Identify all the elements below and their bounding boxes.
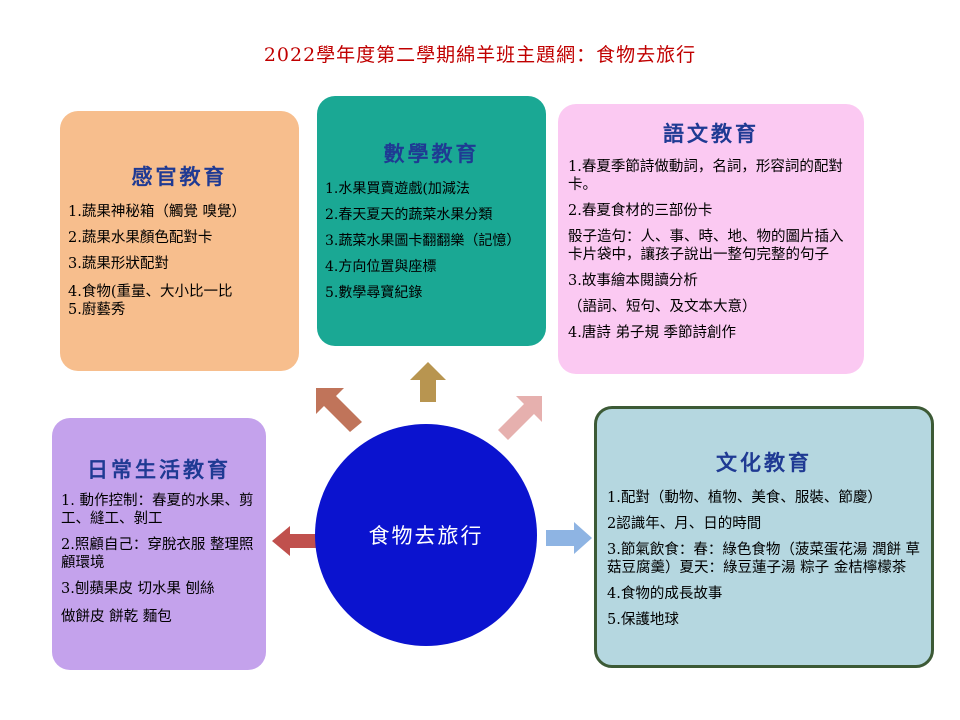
culture-item: 4.食物的成長故事 [607, 586, 723, 602]
daily-life-item: 做餅皮 餅乾 麵包 [61, 609, 172, 625]
arrow-upper-left [316, 388, 362, 432]
culture-item: 5.保護地球 [607, 612, 679, 628]
math-item: 4.方向位置與座標 [325, 259, 437, 275]
arrow-up [410, 362, 446, 402]
language-item: 骰子造句：人、事、時、地、物的圖片插入卡片袋中，讓孩子說出一整句完整的句子 [568, 229, 844, 263]
math-education-box: 數學教育 1.水果買賣遊戲(加減法 2.春天夏天的蔬菜水果分類 3.蔬菜水果圖卡… [317, 96, 546, 346]
sensory-item: 4.食物(重量、大小比一比 [68, 284, 233, 300]
language-education-box: 語文教育 1.春夏季節詩做動詞，名詞，形容詞的配對卡。 2.春夏食材的三部份卡 … [558, 104, 864, 374]
center-topic-label: 食物去旅行 [368, 524, 484, 548]
daily-life-heading: 日常生活教育 [87, 457, 231, 482]
sensory-item: 2.蔬果水果顏色配對卡 [68, 230, 213, 246]
culture-education-box: 文化教育 1.配對（動物、植物、美食、服裝、節慶） 2認識年、月、日的時間 3.… [594, 406, 934, 668]
sensory-item: 1.蔬果神秘箱（觸覺 嗅覺） [68, 204, 246, 220]
math-item: 3.蔬菜水果圖卡翻翻樂（記憶） [325, 233, 521, 249]
language-item: 3.故事繪本閱讀分析 [568, 273, 698, 289]
math-item: 2.春天夏天的蔬菜水果分類 [325, 207, 493, 223]
language-item: 1.春夏季節詩做動詞，名詞，形容詞的配對卡。 [568, 159, 843, 193]
culture-item: 3.節氣飲食：春：綠色食物（菠菜蛋花湯 潤餅 草菇豆腐羹）夏天：綠豆蓮子湯 粽子… [607, 542, 921, 576]
math-heading: 數學教育 [383, 141, 480, 166]
arrow-left [272, 526, 318, 556]
math-item: 5.數學尋寶紀錄 [325, 285, 423, 301]
sensory-item: 5.廚藝秀 [68, 302, 126, 318]
culture-item: 2認識年、月、日的時間 [607, 516, 762, 532]
language-item: （語詞、短句、及文本大意） [568, 299, 757, 315]
math-item: 1.水果買賣遊戲(加減法 [325, 181, 470, 197]
daily-life-item: 1. 動作控制：春夏的水果、剪工、縫工、剝工 [61, 493, 254, 527]
language-heading: 語文教育 [663, 121, 759, 146]
sensory-education-box: 感官教育 1.蔬果神秘箱（觸覺 嗅覺） 2.蔬果水果顏色配對卡 3.蔬果形狀配對… [60, 111, 299, 371]
daily-life-item: 3.刨蘋果皮 切水果 刨絲 [61, 581, 215, 597]
center-topic-circle: 食物去旅行 [315, 424, 537, 646]
culture-heading: 文化教育 [716, 450, 812, 475]
arrow-right [546, 522, 592, 554]
sensory-item: 3.蔬果形狀配對 [68, 256, 169, 272]
language-item: 2.春夏食材的三部份卡 [568, 203, 713, 219]
language-item: 4.唐詩 弟子規 季節詩創作 [568, 325, 737, 341]
arrow-upper-right [498, 396, 542, 440]
daily-life-education-box: 日常生活教育 1. 動作控制：春夏的水果、剪工、縫工、剝工 2.照顧自己：穿脫衣… [52, 418, 266, 670]
daily-life-item: 2.照顧自己：穿脫衣服 整理照顧環境 [61, 537, 254, 571]
sensory-heading: 感官教育 [131, 164, 228, 189]
page-title: 2022學年度第二學期綿羊班主題網：食物去旅行 [263, 44, 697, 66]
culture-item: 1.配對（動物、植物、美食、服裝、節慶） [607, 490, 882, 506]
